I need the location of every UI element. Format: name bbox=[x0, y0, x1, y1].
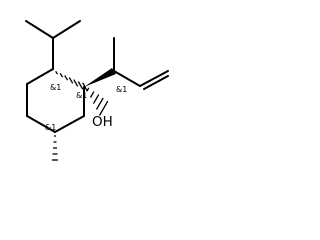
wedge-bond-c1-sidechain bbox=[84, 68, 116, 87]
hydroxyl-label: OH bbox=[92, 114, 113, 130]
stereo-label-sidechain: &1 bbox=[116, 85, 127, 94]
bond-ring-c4-c5 bbox=[26, 115, 56, 133]
stereo-label-c5: &1 bbox=[45, 123, 56, 132]
stereo-label-c1: &1 bbox=[76, 91, 87, 100]
bond-isopropyl-ch-to-methyl-right bbox=[52, 20, 81, 39]
structure-diagram: &1 &1 &1 &1 OH bbox=[25, 20, 169, 161]
bond-ring-c2-c3 bbox=[26, 68, 54, 85]
bond-ring-c5-c6 bbox=[54, 115, 85, 133]
hashed-bond-c1-oh bbox=[86, 87, 109, 116]
bond-vinyl-double-inner bbox=[143, 75, 169, 90]
hashed-bond-c5-methyl bbox=[52, 135, 58, 161]
hashed-bond-c1-c2 bbox=[55, 70, 88, 92]
bond-sidechain-ch-to-vinyl bbox=[113, 70, 141, 87]
bond-vinyl-double-outer bbox=[139, 70, 169, 87]
stereo-label-c2: &1 bbox=[50, 83, 61, 92]
bond-isopropyl-ch-to-methyl-left bbox=[25, 20, 54, 39]
